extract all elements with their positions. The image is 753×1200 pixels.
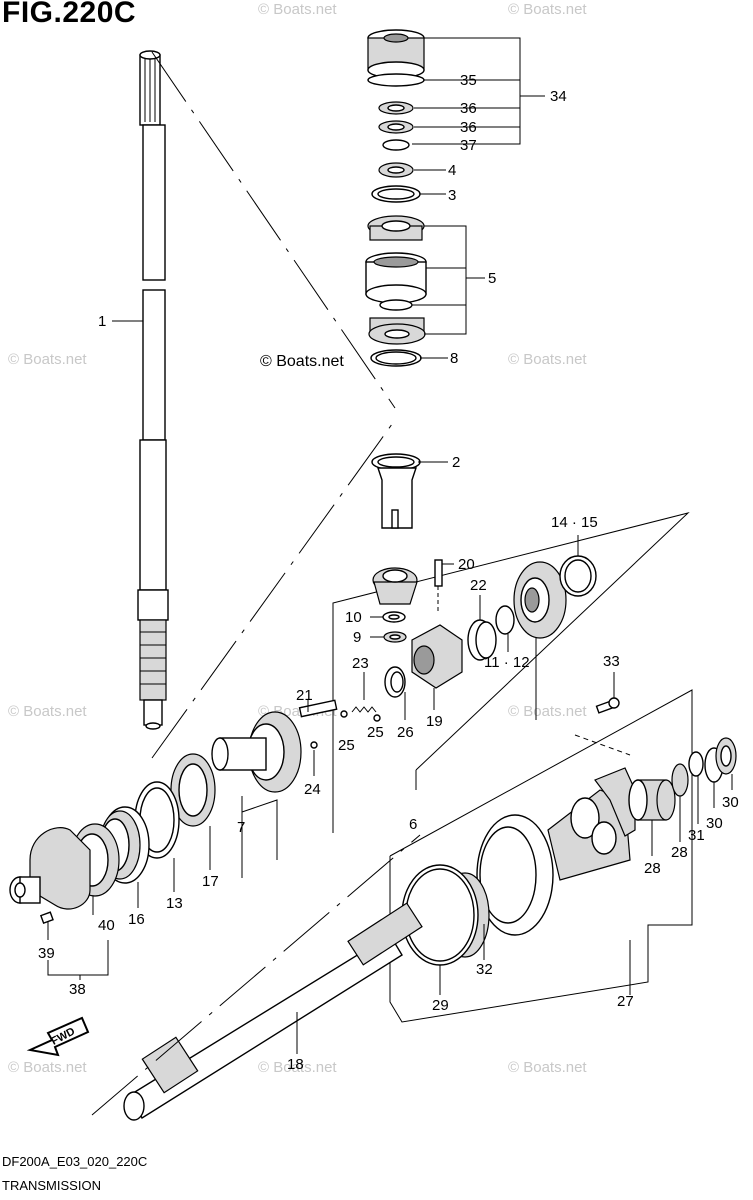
reverse-gear-part bbox=[211, 711, 302, 793]
section-name: TRANSMISSION bbox=[2, 1178, 101, 1193]
part-number-label: 16 bbox=[128, 911, 145, 928]
drive-shaft-part bbox=[137, 50, 169, 730]
part-number-label: 32 bbox=[476, 961, 493, 978]
part-number-label: 35 bbox=[460, 72, 477, 89]
bearing-carrier-part bbox=[476, 767, 636, 936]
part-number-label: 4 bbox=[448, 162, 456, 179]
part-number-label: 27 bbox=[617, 993, 634, 1010]
watermark: © Boats.net bbox=[258, 1, 337, 18]
part-number-label: 5 bbox=[488, 270, 496, 287]
upper-bearing-stack bbox=[365, 29, 427, 367]
watermark: © Boats.net bbox=[508, 351, 587, 368]
propeller-shaft-part bbox=[123, 902, 423, 1121]
part-number-label: 6 bbox=[409, 816, 417, 833]
watermark: © Boats.net bbox=[508, 1059, 587, 1076]
part-number-label: 38 bbox=[69, 981, 86, 998]
part-number-label: 9 bbox=[353, 629, 361, 646]
sleeve-part bbox=[371, 453, 421, 529]
part-number-label: 24 bbox=[304, 781, 321, 798]
part-number-label: 26 bbox=[397, 724, 414, 741]
part-number-label: 30 bbox=[706, 815, 723, 832]
watermark: © Boats.net bbox=[508, 1, 587, 18]
part-number-label: 20 bbox=[458, 556, 475, 573]
part-number-label: 8 bbox=[450, 350, 458, 367]
part-number-label: 36 bbox=[460, 100, 477, 117]
part-number-label: 23 bbox=[352, 655, 369, 672]
fwd-label: FWD bbox=[49, 1025, 77, 1047]
part-number-label: 28 bbox=[644, 860, 661, 877]
watermark: © Boats.net bbox=[508, 703, 587, 720]
part-number-label: 13 bbox=[166, 895, 183, 912]
bearing-housing-part bbox=[9, 827, 91, 910]
forward-gear-part bbox=[513, 561, 567, 639]
watermark-dark: © Boats.net bbox=[260, 353, 344, 370]
watermark: © Boats.net bbox=[8, 703, 87, 720]
part-number-label: 21 bbox=[296, 687, 313, 704]
part-labels: 1 2 3 4 5 6 7 8 9 10 11 · 12 13 14 · 15 … bbox=[38, 72, 739, 1073]
part-number-label: 34 bbox=[550, 88, 567, 105]
part-number-label: 25 bbox=[338, 737, 355, 754]
watermark: © Boats.net bbox=[8, 1059, 87, 1076]
model-code: DF200A_E03_020_220C bbox=[2, 1154, 148, 1169]
part-number-label: 17 bbox=[202, 873, 219, 890]
part-number-label: 40 bbox=[98, 917, 115, 934]
part-number-label: 3 bbox=[448, 187, 456, 204]
part-number-label: 11 · 12 bbox=[484, 654, 530, 671]
part-number-label: 39 bbox=[38, 945, 55, 962]
part-number-label: 36 bbox=[460, 119, 477, 136]
forward-direction-arrow: FWD bbox=[26, 1016, 90, 1057]
part-number-label: 7 bbox=[237, 819, 245, 836]
clutch-dog-part bbox=[411, 624, 463, 689]
watermark: © Boats.net bbox=[8, 351, 87, 368]
figure-title: FIG.220C bbox=[2, 0, 137, 29]
part-number-label: 1 bbox=[98, 313, 106, 330]
part-number-label: 18 bbox=[287, 1056, 304, 1073]
pinion-gear-part bbox=[372, 567, 418, 605]
part-number-label: 29 bbox=[432, 997, 449, 1014]
part-number-label: 37 bbox=[460, 137, 477, 154]
part-number-label: 33 bbox=[603, 653, 620, 670]
part-number-label: 25 bbox=[367, 724, 384, 741]
part-number-label: 30 bbox=[722, 794, 739, 811]
part-number-label: 28 bbox=[671, 844, 688, 861]
part-number-label: 22 bbox=[470, 577, 487, 594]
part-number-label: 14 · 15 bbox=[551, 514, 598, 531]
part-number-label: 10 bbox=[345, 609, 362, 626]
watermark: © Boats.net bbox=[258, 1059, 337, 1076]
part-number-label: 31 bbox=[688, 827, 705, 844]
part-number-label: 2 bbox=[452, 454, 460, 471]
part-number-label: 19 bbox=[426, 713, 443, 730]
